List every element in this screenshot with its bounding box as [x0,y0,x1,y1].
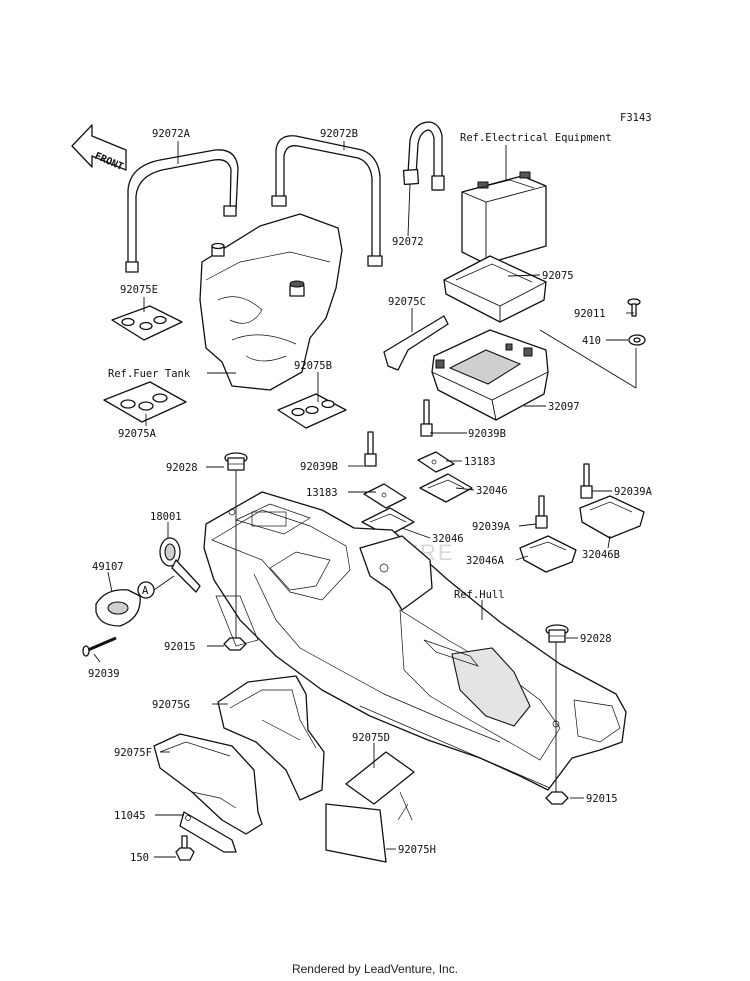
bracket-32046-upper [419,473,473,503]
label-92075c: 92075C [388,296,426,308]
battery [461,171,547,265]
label-ref-electrical: Ref.Electrical Equipment [460,132,612,144]
label-92075h: 92075H [398,844,436,856]
label-32046-lower: 32046 [432,533,464,545]
label-13183-upper: 13183 [464,456,496,468]
footer-credit: Rendered by LeadVenture, Inc. [291,962,459,976]
label-92039: 92039 [88,668,120,680]
label-92015-right: 92015 [586,793,618,805]
bolt-150 [175,835,195,861]
decal-92075d [345,751,415,805]
bolt-92039b-upper [420,399,433,437]
label-ref-fuel: Ref.Fuer Tank [108,368,191,380]
bracket-13183-lower [363,483,407,509]
label-32046-upper: 32046 [476,485,508,497]
label-92039a-right: 92039A [614,486,653,498]
label-92011: 92011 [574,308,606,320]
label-92015-left: 92015 [164,641,196,653]
bracket-32046a [519,535,577,573]
strip-92075c [383,315,449,371]
cover-49107 [95,589,141,627]
screw-92011 [627,298,641,317]
label-ref-hull: Ref.Hull [454,589,505,601]
decal-92075h [325,803,387,863]
label-92075f: 92075F [114,747,152,759]
label-92039b-upper: 92039B [468,428,506,440]
label-92075g: 92075G [152,699,190,711]
strap-92072a [125,149,239,273]
callout-a-left: A [137,581,155,599]
strap-92072b [271,135,383,267]
label-410: 410 [582,335,601,347]
label-92075: 92075 [542,270,574,282]
pad-92075a [103,381,187,423]
label-11045: 11045 [114,810,146,822]
label-32097: 32097 [548,401,580,413]
plug-92028-left [224,452,248,471]
panel-92075g [217,675,325,801]
bolt-92039 [82,636,117,657]
label-92039a-left: 92039A [472,521,511,533]
label-92075a: 92075A [118,428,157,440]
label-92072a: 92072A [152,128,191,140]
label-49107: 49107 [92,561,124,573]
svg-text:A: A [142,585,149,597]
label-92072: 92072 [392,236,424,248]
bolt-92039a-left [535,495,548,529]
strap-92072 [402,121,445,191]
bracket-13183-upper [417,451,455,473]
label-92028-left: 92028 [166,462,198,474]
bracket-32046b [579,495,645,539]
plug-92028-right [545,624,569,643]
leader-lines [93,141,637,858]
label-32046a: 32046A [466,555,505,567]
label-92075d: 92075D [352,732,390,744]
panel-92075f [153,733,263,835]
bolt-92039a-right [580,463,593,499]
fuel-tank [199,213,343,391]
label-92075e: 92075E [120,284,158,296]
nut-92015-right [545,791,569,805]
label-92072b: 92072B [320,128,358,140]
diagram-code: F3143 [620,112,652,124]
label-92028-right: 92028 [580,633,612,645]
label-18001: 18001 [150,511,182,523]
label-92039b-lower: 92039B [300,461,338,473]
battery-tray-92075 [443,255,547,323]
filter-18001 [159,537,201,593]
label-13183-lower: 13183 [306,487,338,499]
washer-410 [628,334,646,346]
label-150: 150 [130,852,149,864]
pad-92075b [277,393,347,429]
label-92075b: 92075B [294,360,332,372]
bolt-92039b-lower [364,431,377,467]
front-arrow-icon: FRONT [71,124,127,173]
battery-case-32097 [431,329,549,421]
pad-92075e [111,305,183,341]
label-32046b: 32046B [582,549,620,561]
clamp-11045 [179,811,237,853]
hull [203,491,627,791]
